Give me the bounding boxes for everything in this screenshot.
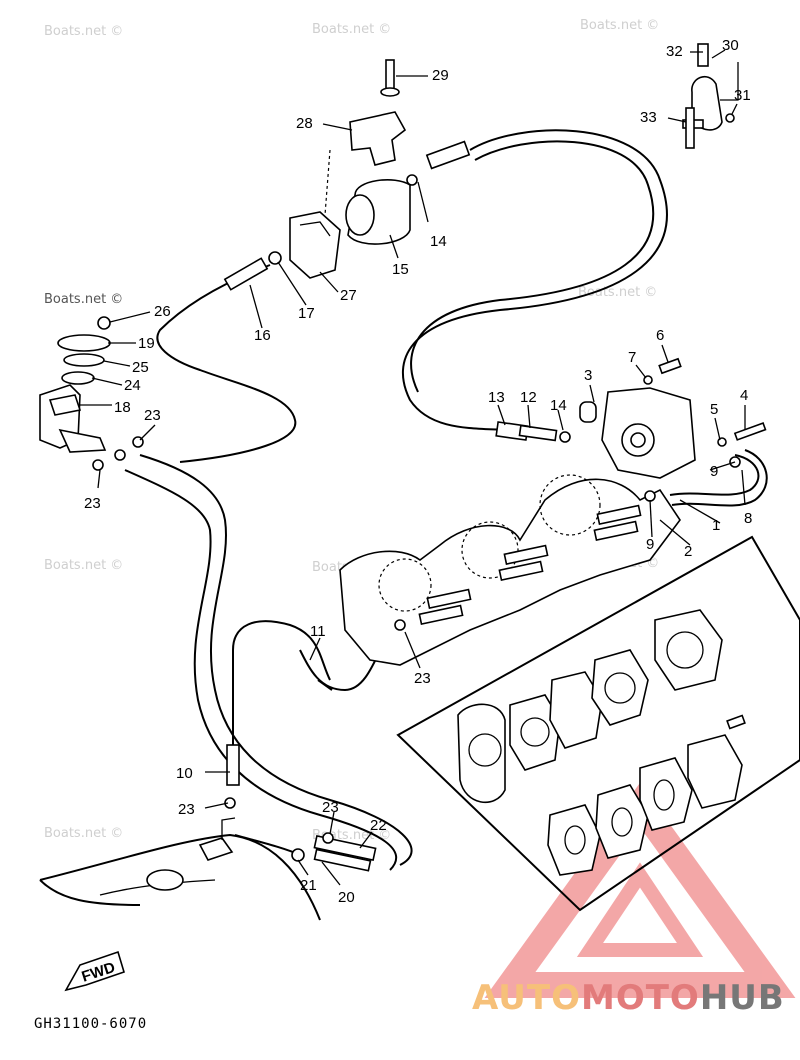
hose-segment <box>425 140 471 170</box>
callout-32: 32 <box>666 43 683 60</box>
fuel-filter <box>345 174 418 245</box>
callout-17: 17 <box>298 305 315 322</box>
callout-9: 9 <box>710 463 718 480</box>
callout-9: 9 <box>646 536 654 553</box>
callout-16: 16 <box>254 327 271 344</box>
callout-23: 23 <box>414 670 431 687</box>
callout-25: 25 <box>132 359 149 376</box>
hose-clip <box>559 431 571 443</box>
callout-5: 5 <box>710 401 718 418</box>
vent-bracket <box>39 384 107 453</box>
watermark: Boats.net © <box>44 826 124 841</box>
callout-33: 33 <box>640 109 657 126</box>
callout-27: 27 <box>340 287 357 304</box>
fuel-hose-8 <box>669 454 760 496</box>
watermark: Boats.net © <box>44 292 124 307</box>
hose-clip <box>291 848 305 862</box>
watermark: Boats.net © <box>312 22 392 37</box>
callout-8: 8 <box>744 510 752 527</box>
fuel-hose-10 <box>232 620 331 785</box>
brand-part-2: MOTO <box>580 978 700 1018</box>
hose-clip <box>92 459 104 471</box>
watermark: Boats.net © <box>578 285 658 300</box>
hose-clip <box>268 251 282 265</box>
callout-2: 2 <box>684 543 692 560</box>
brand-part-3: HUB <box>699 978 785 1018</box>
filter-bracket <box>289 211 341 279</box>
callout-22: 22 <box>370 817 387 834</box>
leader-lines <box>80 49 746 886</box>
callout-24: 24 <box>124 377 141 394</box>
mounting-bracket <box>324 111 407 216</box>
callout-14: 14 <box>430 233 447 250</box>
watermark: Boats.net © <box>580 18 660 33</box>
hose-segment <box>313 848 372 872</box>
callout-14: 14 <box>550 397 567 414</box>
bolt <box>380 59 400 97</box>
callout-31: 31 <box>734 87 751 104</box>
fuel-hose-16 <box>156 264 297 463</box>
screw <box>97 316 111 330</box>
callout-29: 29 <box>432 67 449 84</box>
fuel-pump <box>579 357 767 479</box>
carburetor-assembly <box>339 474 681 666</box>
callout-3: 3 <box>584 367 592 384</box>
callout-23: 23 <box>322 799 339 816</box>
hose-segment <box>518 424 558 442</box>
callout-30: 30 <box>722 37 739 54</box>
brand-logo-text: AUTOMOTOHUB <box>472 978 785 1018</box>
callout-19: 19 <box>138 335 155 352</box>
washer <box>63 353 105 367</box>
hose-segment <box>223 257 269 291</box>
callout-13: 13 <box>488 389 505 406</box>
fuel-tank <box>39 817 321 921</box>
hose-segment <box>226 744 240 786</box>
hose-clip <box>114 449 126 461</box>
gasket-plate <box>57 334 111 352</box>
o-ring <box>61 371 95 385</box>
callout-23: 23 <box>178 801 195 818</box>
forward-arrow-icon: FWD <box>64 950 125 992</box>
callout-6: 6 <box>656 327 664 344</box>
callout-23: 23 <box>84 495 101 512</box>
callout-11: 11 <box>310 623 326 640</box>
clamp-assembly <box>682 43 735 149</box>
callout-21: 21 <box>300 877 317 894</box>
brand-triangle-logo <box>484 782 796 998</box>
callout-4: 4 <box>740 387 748 404</box>
hose-clip <box>394 619 406 631</box>
watermark: Boats.net © <box>44 24 124 39</box>
hose-clip <box>644 490 656 502</box>
vent-hose <box>139 454 413 866</box>
callout-1: 1 <box>712 517 720 534</box>
fuel-hose-loop <box>401 129 668 431</box>
tank-hose <box>234 834 301 856</box>
brand-part-1: AUTO <box>472 978 581 1018</box>
callout-18: 18 <box>114 399 131 416</box>
watermark: Boats.net © <box>44 558 124 573</box>
callout-12: 12 <box>520 389 537 406</box>
callout-28: 28 <box>296 115 313 132</box>
diagram-code: GH31100-6070 <box>34 1016 148 1032</box>
pump-kit-box <box>396 535 800 912</box>
callout-7: 7 <box>628 349 636 366</box>
callout-26: 26 <box>154 303 171 320</box>
callout-10: 10 <box>176 765 193 782</box>
hose-clip <box>322 832 334 844</box>
callout-15: 15 <box>392 261 409 278</box>
callout-23: 23 <box>144 407 161 424</box>
callout-20: 20 <box>338 889 355 906</box>
